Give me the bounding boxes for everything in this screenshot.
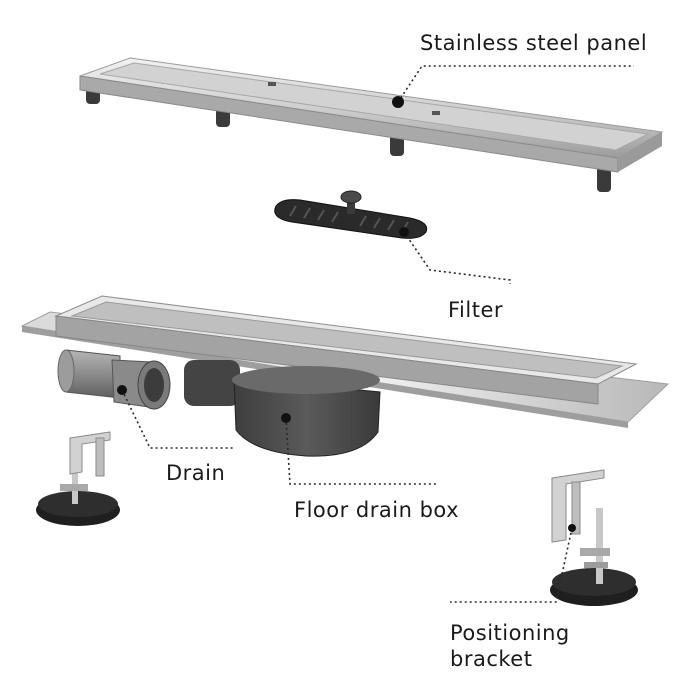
filter-knob-stem [347,198,355,214]
label-filter: Filter [448,298,504,322]
label-stainless-steel-panel: Stainless steel panel [420,31,648,55]
channel-front-side [55,315,599,405]
bracket-arm [95,437,105,477]
leader-panel [397,65,634,103]
panel-slot [268,82,276,86]
bracket-clip [551,469,605,543]
leader-lines [121,65,634,603]
bracket-nut [580,548,610,556]
bracket-nut [60,484,88,491]
panel-foot [597,166,611,192]
filter-knob [340,190,362,204]
pipe-left-end [57,349,75,393]
leader-drain [121,389,234,449]
panel-slot [432,111,440,115]
bracket-clip [69,431,111,475]
channel-recess [70,301,624,379]
bracket-screw [596,508,603,584]
box-top [232,366,380,394]
leader-dots [117,96,576,532]
leader-box [285,417,436,485]
floor-drain-box-icon [184,360,381,457]
drain-pipe-icon [57,349,171,410]
bracket-base-top [552,568,636,596]
pipe-socket-opening [144,368,164,402]
bracket-arm [571,481,581,535]
label-floor-drain-box: Floor drain box [294,498,460,522]
bracket-nut [584,562,608,568]
label-drain: Drain [166,461,226,485]
box-body [233,377,381,457]
leader-filter [403,231,511,284]
panel-recess [99,62,650,151]
positioning-bracket-icon [36,431,120,526]
positioning-bracket-icon [550,469,638,606]
panel-end-side [618,132,662,172]
label-positioning-bracket: Positioning bracket [450,621,570,672]
box-outlet-stub [184,360,240,406]
stainless-steel-panel-icon [79,57,664,192]
filter-icon [274,190,428,239]
leader-bracket [450,527,573,603]
